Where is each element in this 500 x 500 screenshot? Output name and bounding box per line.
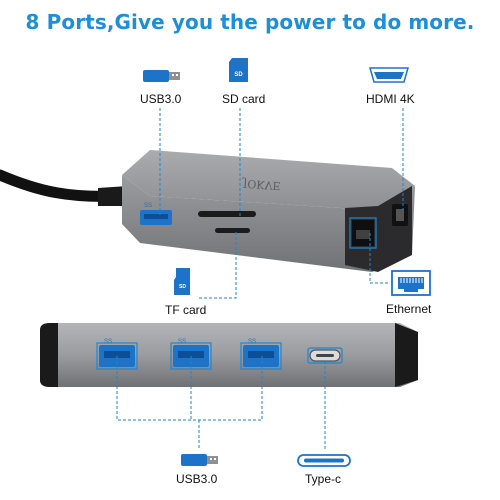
- hub-top-face: [122, 150, 415, 210]
- usb-stick-icon: [143, 70, 180, 82]
- label-usb30-top: USB3.0: [140, 92, 182, 106]
- label-usb30-bottom: USB3.0: [176, 472, 218, 486]
- usb-port-2-tongue: [178, 351, 204, 358]
- hdmi-port-inner: [396, 209, 404, 221]
- callout-brackets: [96, 217, 377, 370]
- hub-side-view: SS SS SS: [40, 323, 500, 387]
- type-c-icon: [297, 454, 351, 467]
- ethernet-port-inner: [356, 230, 370, 239]
- callout-lines: [116, 108, 404, 450]
- type-c-port-inner: [316, 354, 334, 357]
- callout-tf: [198, 232, 237, 299]
- usb-port-3: SS: [243, 339, 279, 367]
- bracket-usb-2: [170, 342, 212, 370]
- usb-logo: SS: [104, 339, 112, 345]
- label-tf-card: TF card: [165, 303, 207, 317]
- bracket-usb-1: [96, 342, 138, 370]
- sd-card-icon: SD: [229, 58, 248, 82]
- side-end-right: [395, 323, 418, 387]
- svg-text:SD: SD: [179, 284, 186, 290]
- label-type-c: Type-c: [305, 472, 342, 486]
- hub-top-view: JOKVE SS: [0, 150, 415, 272]
- sd-slot: [198, 211, 256, 217]
- usb-port-tongue: [144, 214, 168, 219]
- tf-card-icon: SD: [174, 268, 190, 295]
- brand-mark: JOKVE: [242, 177, 281, 193]
- usb-logo: SS: [178, 339, 186, 345]
- tf-slot: [215, 228, 250, 233]
- usb-port-3-tongue: [248, 351, 274, 358]
- callout-ethernet: [369, 233, 388, 284]
- usb-logo: SS: [144, 203, 152, 209]
- cable-boot: [98, 186, 128, 206]
- label-sd-card: SD card: [222, 92, 266, 106]
- bracket-ethernet: [349, 217, 377, 249]
- hub-front-face: [122, 175, 415, 272]
- ethernet-icon: [391, 270, 431, 296]
- side-end-left: [40, 323, 58, 387]
- hdmi-icon: [369, 67, 409, 83]
- hub-side-body: [40, 323, 418, 387]
- label-ethernet: Ethernet: [386, 302, 432, 316]
- usb-port-1-tongue: [104, 351, 130, 358]
- headline: 8 Ports,Give you the power to do more.: [25, 10, 475, 34]
- label-hdmi: HDMI 4K: [366, 92, 415, 106]
- callout-usb-bottom-bracket: [116, 356, 263, 421]
- usb-stick-icon: [181, 454, 218, 466]
- bracket-usb-3: [240, 342, 282, 370]
- usb-logo: SS: [248, 339, 256, 345]
- svg-text:SD: SD: [234, 72, 243, 78]
- bracket-type-c: [307, 347, 343, 364]
